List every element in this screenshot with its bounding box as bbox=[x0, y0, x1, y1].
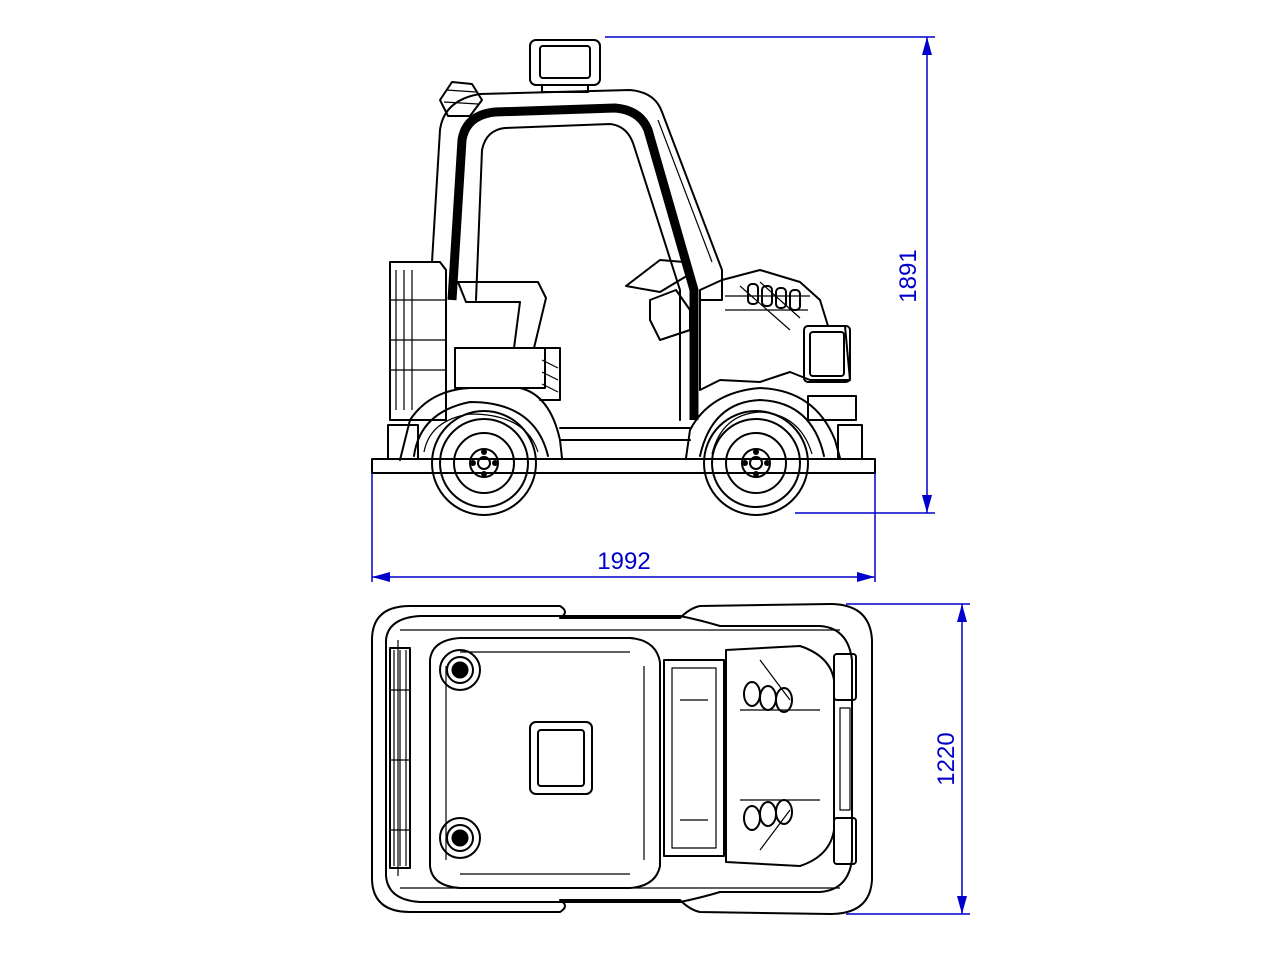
windshield-edge bbox=[657, 119, 713, 263]
front-wheel bbox=[703, 410, 809, 516]
roll-cage-inner bbox=[475, 123, 681, 421]
top-body bbox=[385, 615, 853, 903]
rear-wheel bbox=[431, 410, 537, 516]
hood-vents bbox=[747, 283, 801, 311]
top-roof-beacon-lens bbox=[537, 729, 585, 787]
top-outline bbox=[371, 603, 873, 915]
top-headlight-lower bbox=[833, 817, 857, 865]
rear-fender-outer bbox=[399, 387, 563, 461]
length-label: 1992 bbox=[597, 548, 650, 575]
top-headlight-upper bbox=[833, 653, 857, 701]
headlight bbox=[803, 325, 851, 383]
seat-side-grille bbox=[541, 359, 559, 393]
top-rear-box bbox=[389, 647, 411, 869]
top-windshield-detail bbox=[680, 699, 708, 821]
steering-wheel bbox=[625, 259, 691, 293]
roof-beacon bbox=[529, 39, 601, 86]
roof-beacon-lens bbox=[539, 45, 591, 79]
length-arrow-left bbox=[372, 572, 390, 582]
height-arrow-top bbox=[922, 37, 932, 55]
roof-panel bbox=[429, 637, 661, 889]
side-view bbox=[371, 39, 876, 516]
floor-rail bbox=[559, 427, 691, 441]
hood-lines bbox=[725, 281, 810, 331]
chassis-plate bbox=[371, 458, 876, 474]
roll-cage bbox=[447, 103, 699, 420]
width-label: 1220 bbox=[933, 732, 960, 785]
roof-beacon-base bbox=[541, 84, 589, 93]
rear-fender-inner bbox=[413, 401, 549, 457]
top-view bbox=[371, 603, 873, 915]
front-lower-block bbox=[807, 395, 857, 421]
top-hood-vents-lower bbox=[743, 799, 793, 831]
rear-roof-light-ribs bbox=[443, 89, 479, 105]
top-windshield-inner bbox=[671, 667, 717, 849]
dimensions: 1891 1992 1220 bbox=[371, 36, 970, 915]
seat-back bbox=[457, 281, 547, 349]
rear-roof-light bbox=[439, 81, 483, 117]
roof-panel-inner bbox=[445, 651, 645, 875]
front-fender-inner bbox=[699, 399, 825, 457]
height-arrow-bottom bbox=[922, 495, 932, 513]
height-label: 1891 bbox=[895, 249, 922, 302]
front-fender-outer bbox=[685, 387, 841, 459]
top-roof-beacon bbox=[529, 721, 593, 795]
top-hood bbox=[725, 645, 835, 867]
top-roof-light-lower bbox=[439, 817, 481, 859]
headlight-lens bbox=[809, 331, 845, 377]
front-bumper bbox=[837, 424, 863, 460]
length-arrow-right bbox=[857, 572, 875, 582]
top-roof-light-upper bbox=[439, 649, 481, 691]
seat-base bbox=[454, 347, 546, 389]
dashboard bbox=[649, 289, 691, 341]
seat-side-panel bbox=[539, 347, 561, 401]
width-arrow-bottom bbox=[957, 896, 967, 914]
top-rear-box-ribs bbox=[390, 650, 410, 866]
cab-shell bbox=[431, 89, 723, 301]
battery-box-ribs bbox=[390, 270, 446, 410]
top-front-grille bbox=[839, 707, 851, 811]
front-hood bbox=[699, 269, 851, 391]
top-hood-vents-upper bbox=[743, 681, 793, 713]
width-arrow-top bbox=[957, 604, 967, 622]
top-windshield-frame bbox=[663, 659, 725, 857]
